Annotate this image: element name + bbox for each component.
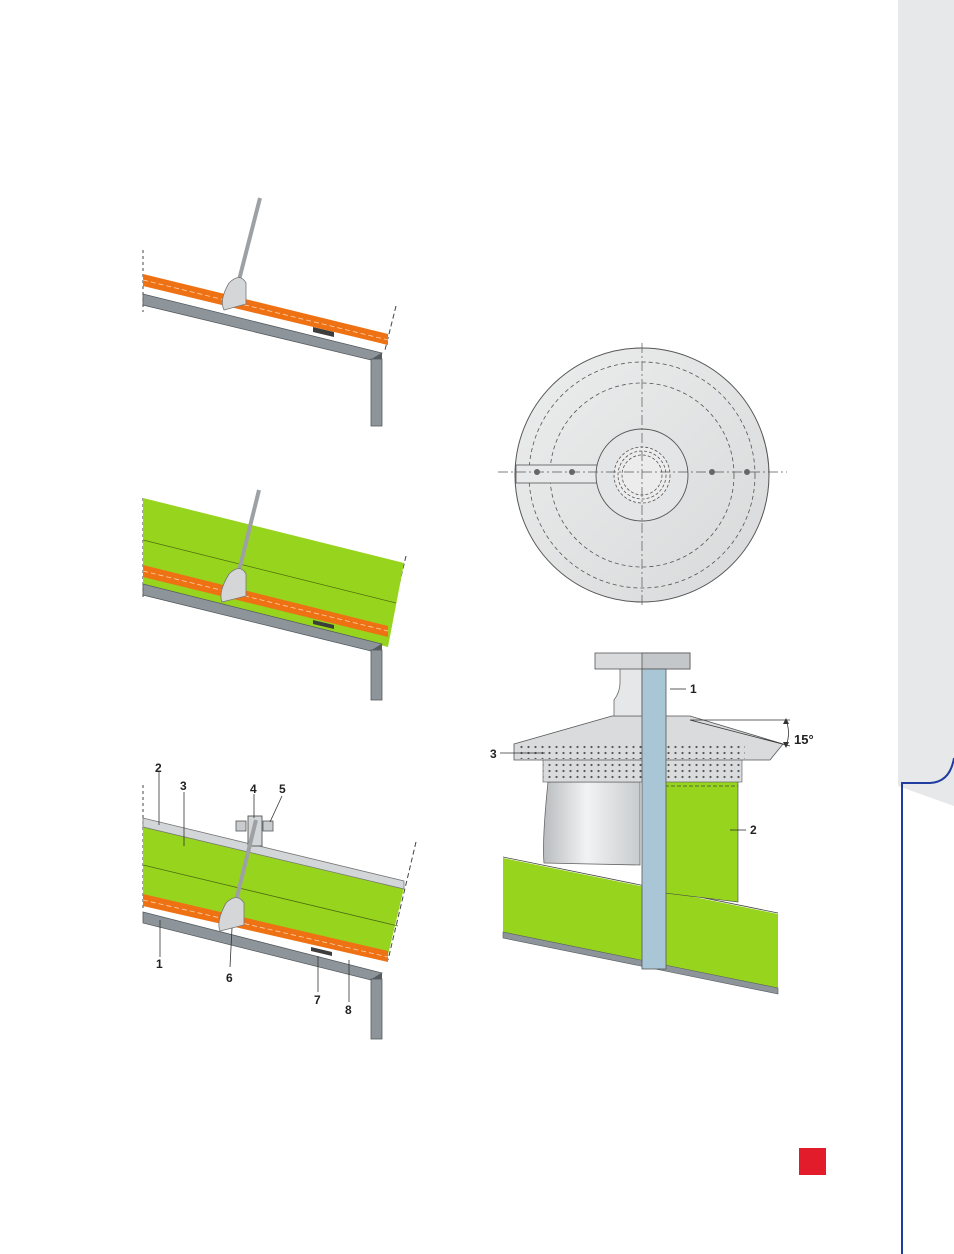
callout-5: 5 (279, 782, 286, 796)
bolt-hole (534, 469, 540, 475)
callout-6: 6 (226, 971, 233, 985)
pipe-neck (614, 668, 642, 716)
steel-wall (371, 979, 382, 1039)
angle-label: 15° (794, 732, 814, 747)
callout-1: 1 (156, 957, 163, 971)
callout-2: 2 (155, 761, 162, 775)
side-tab-shape (898, 0, 954, 806)
callout-2: 2 (750, 823, 757, 837)
clamp-nut-left (236, 821, 246, 831)
side-tab-border (902, 758, 954, 1254)
callout-3: 3 (180, 779, 187, 793)
cylinder-body (544, 782, 641, 865)
steel-wall (371, 359, 382, 426)
probe-rod (238, 198, 260, 284)
bolt-hole (569, 469, 575, 475)
callout-8: 8 (345, 1003, 352, 1017)
circular-plan-view (498, 343, 787, 607)
pipe-penetration-section: 15° 1 3 2 (490, 653, 814, 994)
clamp-nut-right (263, 821, 273, 831)
hood-perforated (520, 744, 745, 759)
roof-section-with-cladding: 2 3 4 5 1 6 7 8 (143, 761, 416, 1039)
callout-7: 7 (314, 993, 321, 1007)
green-jacket (665, 770, 738, 902)
roof-section-membrane-only (143, 198, 396, 426)
roof-section-with-insulation (143, 490, 406, 700)
probe-tip (222, 278, 246, 311)
callout-4: 4 (250, 782, 257, 796)
side-tab (898, 0, 954, 1254)
callout-3: 3 (490, 747, 497, 761)
vertical-pipe (642, 669, 666, 969)
bolt-hole (709, 469, 715, 475)
bolt-hole (744, 469, 750, 475)
callout-1: 1 (690, 682, 697, 696)
steel-wall (371, 650, 382, 700)
red-square-marker (799, 1148, 826, 1175)
